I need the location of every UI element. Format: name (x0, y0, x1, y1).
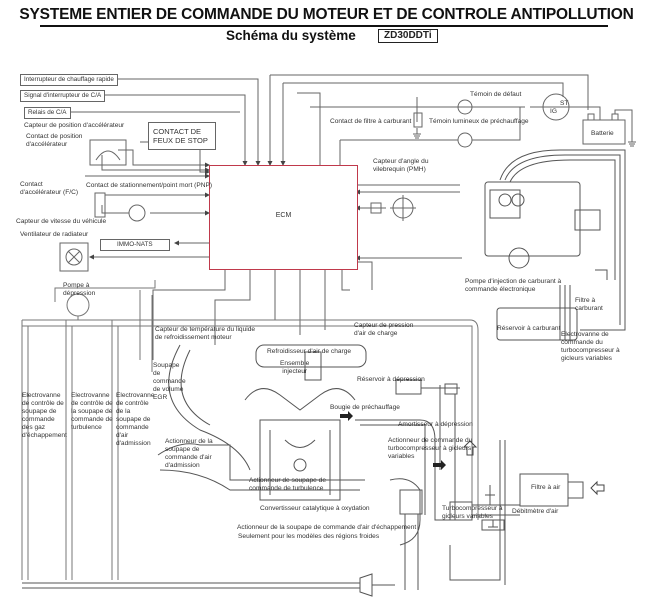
fuel-filter-switch-label: Contact de filtre à carburant (330, 118, 412, 125)
glow-lamp-label: Témoin lumineux de préchauffage (429, 118, 529, 125)
pnp-switch-label: Contact de stationnement/point mort (PNP… (86, 182, 213, 189)
accel-switch-fc-label: Contact d'accélérateur (F/C) (20, 181, 79, 196)
turbo-and-air-intake (304, 351, 584, 590)
coolant-temp-sensor-label: Capteur de température du liquide de ref… (155, 326, 256, 341)
intercooler-label: Refroidisseur d'air de charge (267, 348, 352, 355)
title-underline (40, 25, 608, 27)
ecm-label: ECM (275, 212, 292, 219)
ac-relay-box: Relais de C/A (24, 107, 71, 119)
immo-nats-box: IMMO-NATS (100, 239, 170, 251)
cold-region-note: Seulement pour les modèles des régions f… (238, 533, 380, 540)
air-cleaner-label: Filtre à air (531, 484, 561, 491)
ecm-output-wires (152, 184, 462, 360)
stop-lamp-switch-box: CONTACT DE FEUX DE STOP (148, 122, 216, 150)
ignition-st-label: ST (560, 100, 569, 107)
diagram-title: SYSTEME ENTIER DE COMMANDE DU MOTEUR ET … (19, 6, 634, 23)
crank-angle-sensor-label: Capteur d'angle du vilebrequin (PMH) (373, 158, 429, 173)
mass-air-flow-label: Débitmètre d'air (512, 508, 559, 515)
catalytic-converter-label: Convertisseur catalytique à oxydation (260, 505, 370, 512)
sensor-wires-left (59, 139, 210, 272)
rapid-warmup-switch-box: Interrupteur de chauffage rapide (20, 74, 118, 86)
vacuum-pump-label: Pompe à dépression (63, 282, 96, 297)
accel-position-sensor-label: Capteur de position d'accélérateur (24, 122, 125, 129)
fault-lamp-label: Témoin de défaut (470, 91, 522, 98)
vacuum-damper-label: Amortisseur à dépression (398, 421, 473, 428)
exhaust-system (22, 573, 395, 597)
turbocharger-label: Turbocompresseur à gicleurs variables (442, 505, 503, 520)
fuel-tank-label: Réservoir à carburant (497, 325, 561, 332)
exhaust-solenoid-label: Electrovanne de contrôle de soupape de c… (22, 392, 67, 439)
accel-position-switch-label: Contact de position d'accélérateur (26, 133, 83, 148)
signal-wires-top (64, 74, 601, 166)
intake-solenoid-label: Electrovanne de contrôle de la soupape d… (116, 392, 155, 447)
swirl-solenoid-label: Electrovanne de contrôle de la soupape d… (71, 392, 113, 431)
ignition-ig-label: IG (550, 108, 557, 115)
lamp-and-ignition-symbols (386, 93, 636, 148)
injection-pump-label: Pompe d'injection de carburant à command… (465, 278, 562, 293)
exhaust-valve-actuator-label: Actionneur de la soupape de commande d'a… (237, 524, 417, 531)
boost-pressure-sensor-label: Capteur de pression d'air de charge (354, 322, 414, 337)
flow-arrows (340, 411, 446, 470)
turbo-actuator-label: Actionneur de commande du turbocompresse… (388, 437, 473, 460)
diagram-subtitle: Schéma du système (226, 28, 356, 43)
ac-switch-signal-box: Signal d'interrupteur de C/A (20, 90, 106, 102)
intake-valve-actuator-label: Actionneur de la soupape de commande d'a… (165, 438, 213, 469)
injection-pump-drawing (484, 149, 626, 341)
battery-label: Batterie (591, 130, 614, 137)
radiator-fan-label: Ventilateur de radiateur (20, 231, 89, 238)
swirl-valve-actuator-label: Actionneur de soupape de commande de tur… (249, 477, 326, 492)
outline-arrows (462, 440, 605, 496)
model-badge: ZD30DDTi (378, 29, 438, 43)
fuel-filter-label: Filtre à carburant (575, 297, 603, 312)
injector-assembly-label: Ensemble injecteur (280, 360, 310, 375)
turbo-solenoid-label: Electrovanne de commande du turbocompres… (561, 331, 620, 362)
egr-valve-label: Soupape de commande de volume EGR (153, 362, 186, 401)
ecm-control-module: ECM (209, 165, 358, 270)
vehicle-speed-sensor-label: Capteur de vitesse du véhicule (16, 218, 107, 225)
engine-block (157, 344, 460, 546)
vacuum-tank-label: Réservoir à dépression (357, 376, 425, 383)
glow-plug-label: Bougie de préchauffage (330, 404, 400, 411)
